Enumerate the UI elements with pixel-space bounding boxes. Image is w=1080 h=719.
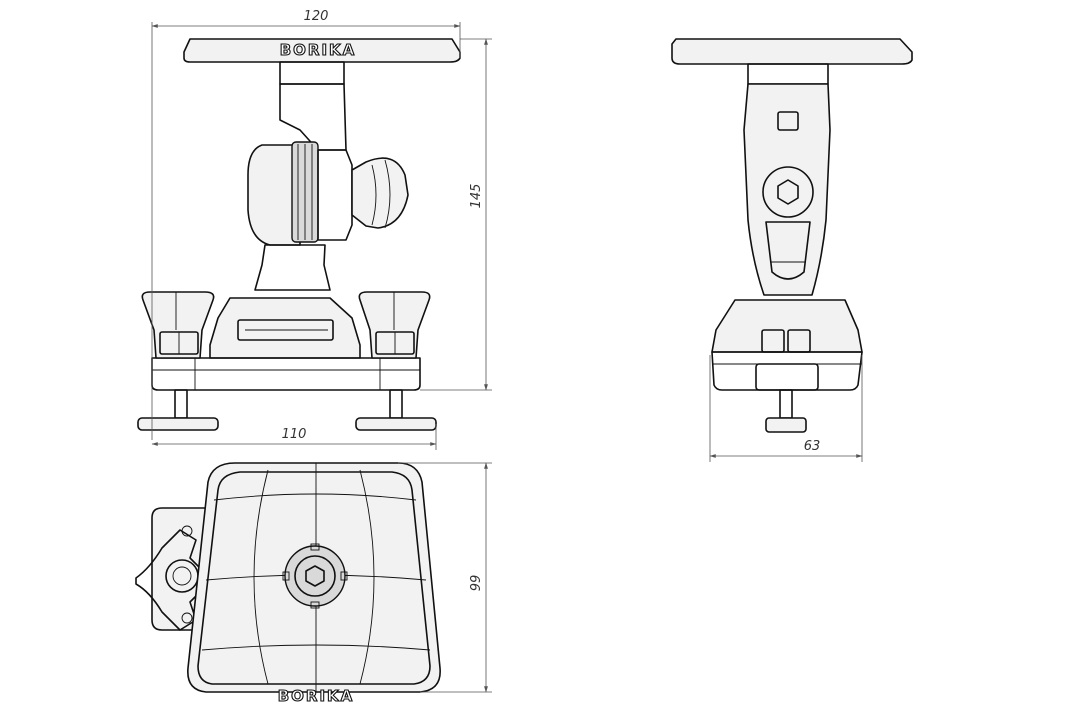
side-view	[671, 38, 913, 433]
side-base-rail	[711, 351, 863, 391]
dim-side-width: 63	[804, 439, 821, 454]
front-upper-arm	[279, 83, 347, 151]
side-top-plate	[671, 38, 913, 65]
plan-view: BORIKA	[135, 462, 441, 706]
front-logo-text: BORIKA	[280, 41, 357, 59]
dim-base-width: 110	[282, 427, 307, 442]
side-slot	[765, 221, 811, 280]
side-hex-bolt	[777, 179, 799, 205]
plan-center-boss	[284, 545, 346, 607]
side-pivot-circle	[762, 166, 814, 218]
front-right-bolt	[389, 389, 403, 419]
front-base-body	[209, 297, 361, 359]
front-left-bolt	[174, 389, 188, 419]
front-right-wing-screw	[358, 291, 431, 359]
side-bolt	[779, 389, 793, 419]
side-dimensions: 63	[709, 355, 863, 462]
dim-front-height: 145	[469, 184, 484, 209]
front-right-clamp-pad	[355, 417, 437, 431]
front-neck	[279, 61, 345, 85]
plan-center-nut	[305, 565, 325, 587]
front-lower-arm	[254, 244, 331, 291]
front-left-wing-screw	[141, 291, 215, 359]
front-dimensions: 120 145 110	[151, 9, 492, 450]
plan-logo-text: BORIKA	[278, 687, 355, 705]
front-left-clamp-pad	[137, 417, 219, 431]
side-neck	[747, 63, 829, 85]
side-clamp-pad	[765, 417, 807, 433]
front-knob	[351, 157, 409, 229]
side-base-top	[711, 299, 863, 353]
side-arm	[743, 83, 831, 296]
dim-top-width: 120	[304, 9, 329, 24]
front-housing	[317, 149, 353, 241]
front-top-plate	[183, 38, 461, 63]
front-view: BORIKA	[137, 38, 461, 431]
plan-dimensions: 99	[398, 462, 492, 693]
dim-plan-depth: 99	[469, 575, 484, 592]
